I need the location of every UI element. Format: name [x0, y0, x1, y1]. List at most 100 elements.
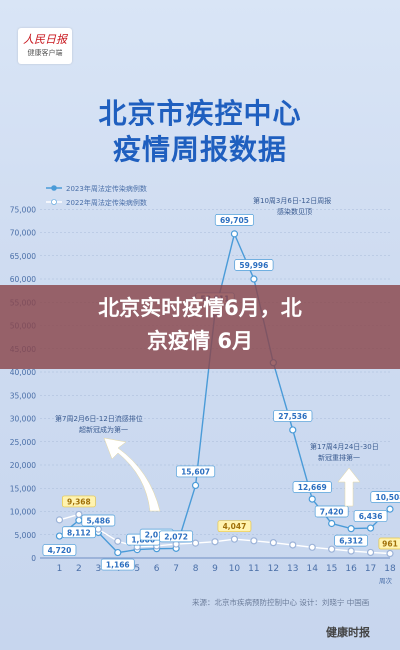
data-label-box	[234, 259, 274, 271]
x-tick-label: 10	[229, 564, 241, 574]
data-label: 69,705	[220, 216, 249, 225]
data-point	[114, 537, 122, 545]
data-point	[308, 543, 316, 551]
data-label: 1,166	[106, 561, 130, 570]
x-tick-label: 2	[76, 564, 82, 574]
y-tick-label: 75,000	[10, 205, 36, 214]
data-label: 8,112	[67, 528, 91, 537]
annotation-peak-line2: 感染数见顶	[277, 207, 312, 216]
overlay-banner: 北京实时疫情6月，北 京疫情 6月	[0, 285, 400, 369]
data-point	[386, 505, 394, 513]
x-axis-label: 周次	[379, 576, 393, 585]
data-point	[328, 545, 336, 553]
data-label: 15,607	[181, 467, 210, 476]
data-point	[230, 230, 239, 238]
x-tick-label: 5	[134, 564, 140, 574]
x-tick-label: 9	[212, 564, 218, 574]
data-label-box	[292, 481, 332, 493]
y-tick-label: 35,000	[10, 391, 36, 400]
data-label: 10,508	[376, 493, 400, 502]
y-tick-label: 10,000	[10, 508, 36, 517]
data-point	[55, 532, 64, 540]
data-point	[75, 510, 83, 519]
data-point	[211, 538, 219, 546]
data-label: 961	[382, 540, 398, 549]
x-tick-label: 11	[248, 564, 259, 574]
y-tick-label: 60,000	[10, 275, 36, 284]
data-label-box	[62, 495, 96, 508]
data-label-box	[214, 214, 254, 226]
data-point	[308, 495, 316, 503]
data-label: 27,536	[278, 412, 307, 421]
logo-main-text: 人民日报	[23, 33, 67, 46]
data-point	[347, 547, 355, 555]
y-tick-label: 65,000	[10, 252, 36, 261]
x-tick-label: 15	[326, 564, 337, 574]
data-label: 7,420	[320, 507, 344, 516]
x-tick-label: 17	[365, 564, 376, 574]
x-tick-label: 13	[287, 564, 298, 574]
data-label-box	[42, 544, 77, 556]
logo: 人民日报 健康客户端	[18, 28, 72, 64]
data-label-box	[62, 526, 96, 539]
data-label: 9,368	[67, 497, 91, 506]
data-point	[114, 548, 122, 557]
y-tick-label: 5,000	[15, 531, 37, 540]
page-title-line2: 疫情周报数据	[112, 133, 287, 166]
data-label-box	[100, 558, 135, 571]
x-tick-label: 6	[154, 564, 160, 574]
data-point	[289, 426, 297, 434]
legend-marker	[51, 199, 57, 205]
annotation-arrow-week7	[103, 437, 161, 512]
x-tick-label: 16	[345, 564, 357, 574]
y-tick-label: 0	[31, 554, 36, 563]
data-label: 4,047	[223, 522, 247, 531]
data-point	[250, 275, 258, 283]
legend-label: 2022年周法定传染病例数	[66, 198, 147, 207]
page-title-line1: 北京市疾控中心	[98, 97, 302, 130]
data-label: 6,436	[359, 512, 383, 521]
y-tick-label: 15,000	[10, 484, 36, 493]
data-label-box	[378, 537, 400, 550]
line-chart: 0 5,000 10,000 15,000 20,000 25,000 30,000 35,0…	[10, 184, 400, 585]
data-point	[328, 519, 336, 528]
data-label: 4,720	[48, 546, 72, 555]
data-label: 12,669	[298, 483, 327, 492]
annotation-arrow-week17	[337, 467, 361, 507]
data-point	[269, 539, 277, 547]
source-note: 来源：北京市疾病预防控制中心 设计：刘晓宁 中国画	[192, 598, 370, 607]
data-label: 6,312	[339, 537, 363, 546]
x-tick-label: 14	[306, 564, 318, 574]
annotation-week7-line1: 第7周2月6日-12日流感排位	[55, 414, 143, 423]
data-label: 2,072	[164, 532, 188, 541]
data-point	[366, 548, 375, 557]
x-tick-label: 3	[95, 564, 101, 574]
logo-sub-text: 健康客户端	[27, 49, 63, 57]
data-label-box	[81, 514, 116, 527]
annotation-peak-line1: 第10周3月6日-12日周报	[253, 196, 331, 205]
data-point	[366, 524, 375, 532]
data-point	[289, 541, 297, 549]
x-tick-label: 18	[384, 564, 396, 574]
data-label-box	[353, 510, 388, 522]
data-label-box	[176, 465, 216, 478]
data-label-box	[159, 530, 193, 543]
y-tick-label: 70,000	[10, 229, 36, 238]
x-tick-label: 12	[268, 564, 279, 574]
data-label: 59,996	[239, 261, 268, 270]
data-point	[250, 537, 258, 545]
data-label: 5,486	[86, 516, 110, 525]
data-point	[191, 481, 200, 490]
legend-label: 2023年周法定传染病例数	[66, 184, 147, 193]
x-tick-label: 8	[193, 564, 199, 574]
data-point	[230, 535, 239, 543]
data-point	[75, 516, 83, 524]
data-point	[347, 525, 355, 533]
y-tick-label: 40,000	[10, 368, 36, 377]
y-tick-label: 30,000	[10, 415, 36, 424]
y-tick-label: 20,000	[10, 461, 36, 470]
data-point	[94, 525, 102, 533]
data-label-box	[334, 534, 368, 547]
y-tick-label: 25,000	[10, 438, 36, 447]
banner-line1: 北京实时疫情6月，北	[98, 296, 302, 320]
